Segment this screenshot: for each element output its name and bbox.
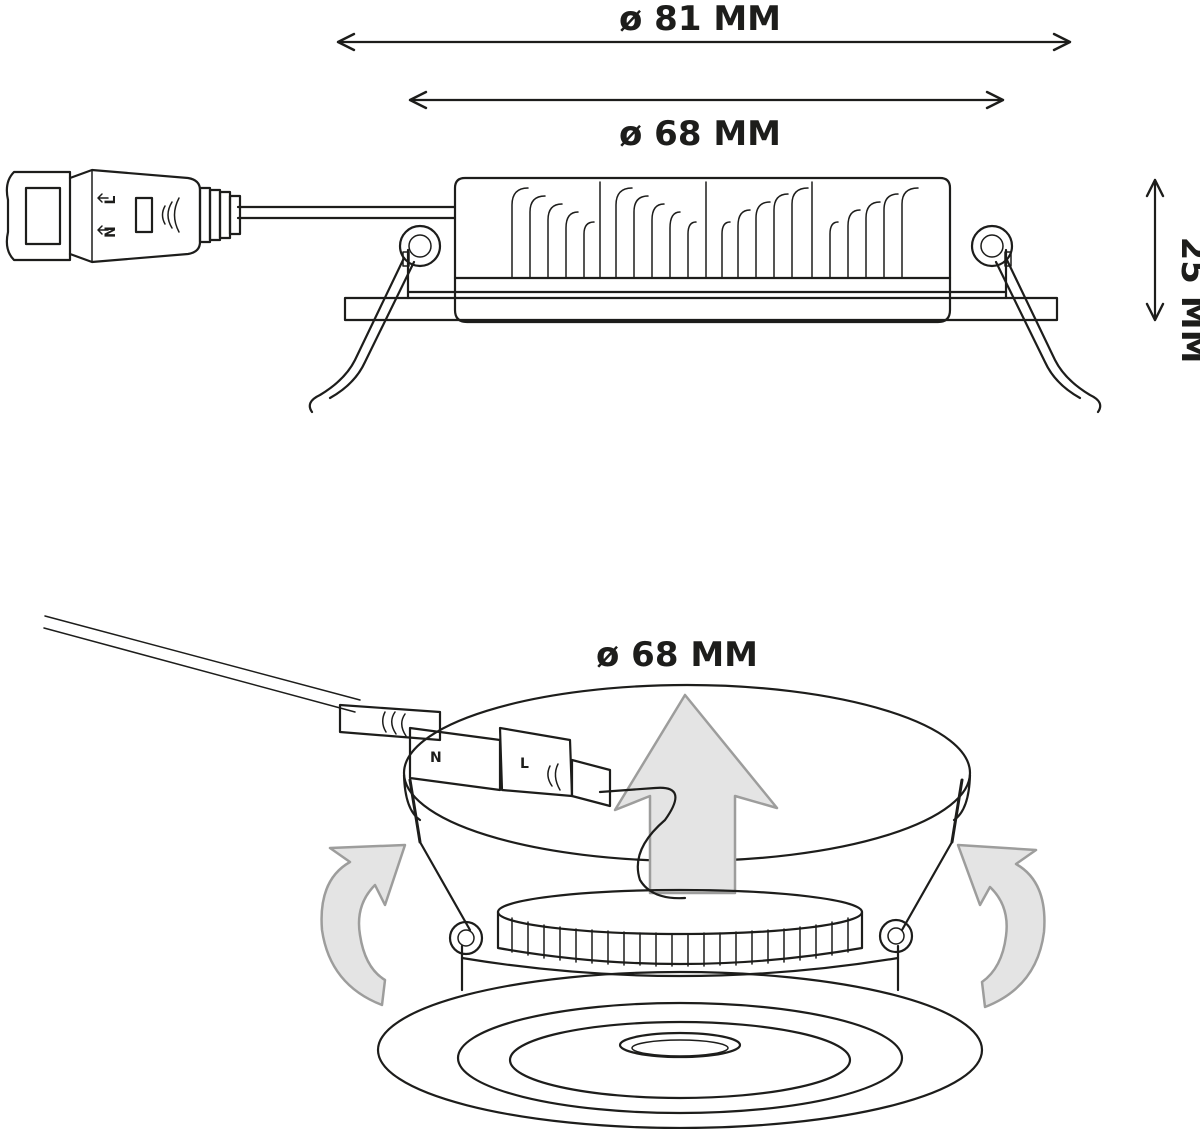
spring-clip-perspective-left <box>408 778 484 956</box>
heatsink-side <box>453 176 952 324</box>
connector-side: L N <box>5 168 242 264</box>
mains-cable <box>43 615 361 713</box>
spring-clip-right <box>970 224 1102 414</box>
heatsink-perspective <box>496 888 864 967</box>
bezel-perspective <box>376 970 984 1129</box>
side-view: ø 81 MM ø 68 MM 25 MM <box>5 0 1200 414</box>
housing-perspective <box>376 944 984 1129</box>
installation-view: ø 68 MM N L <box>43 615 1046 1129</box>
spring-clip-left <box>308 224 442 414</box>
rotate-arrow-left <box>320 843 407 1007</box>
insert-up-arrow <box>613 693 779 895</box>
bezel-side <box>343 296 1059 322</box>
pin-label-l: L <box>103 195 119 204</box>
spring-clip-perspective-right <box>878 778 964 954</box>
outer-diameter-dimension: ø 81 MM <box>336 0 1072 52</box>
connector-perspective-pin-l: L <box>520 756 529 772</box>
inner-diameter-label: ø 68 MM <box>619 114 781 154</box>
outer-diameter-label: ø 81 MM <box>619 0 781 39</box>
cable-side <box>236 205 457 220</box>
height-dimension: 25 MM <box>1145 178 1200 364</box>
connector-perspective: N L <box>338 703 612 808</box>
pin-label-n: N <box>103 226 119 238</box>
connector-latch <box>134 196 154 234</box>
rotate-arrow-right <box>956 843 1046 1009</box>
inner-diameter-dimension: ø 68 MM <box>408 90 1005 154</box>
connector-perspective-pin-n: N <box>430 750 442 766</box>
housing-side <box>343 248 1059 322</box>
cutout-diameter-label: ø 68 MM <box>596 635 758 675</box>
height-label: 25 MM <box>1173 237 1200 364</box>
